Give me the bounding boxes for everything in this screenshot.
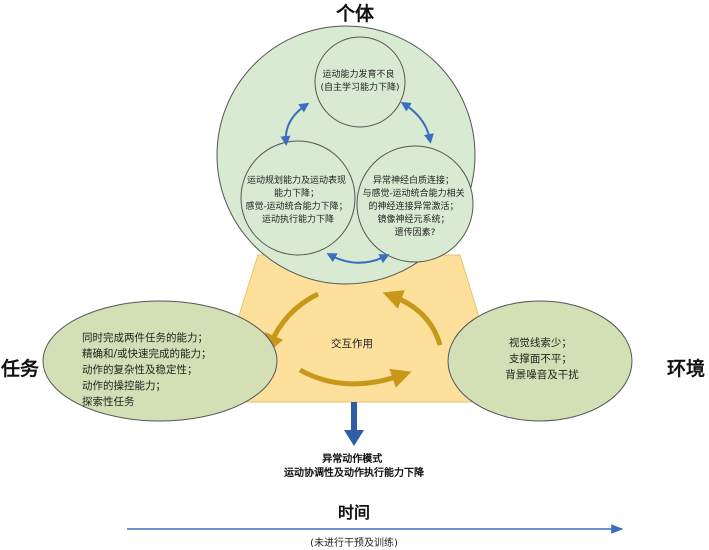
interaction-arrow-bottom bbox=[298, 367, 412, 388]
environment-text: 视觉线索少； 支撑面不平； 背景噪音及干扰 bbox=[505, 336, 579, 381]
interaction-arrow-left bbox=[264, 291, 320, 355]
top-circle-text: 运动能力发育不良 (自主学习能力下降) bbox=[320, 68, 399, 93]
outcome-line: 运动协调性及动作执行能力下降 bbox=[284, 466, 425, 479]
top-circle-line: 运动能力发育不良 bbox=[323, 68, 395, 80]
environment-item: 支撑面不平； bbox=[509, 352, 572, 365]
task-item: 动作的操控能力； bbox=[82, 379, 166, 392]
task-item: 动作的复杂性及稳定性； bbox=[82, 363, 198, 376]
top-inner-circle bbox=[314, 36, 406, 128]
environment-item: 视觉线索少； bbox=[509, 336, 572, 349]
task-item: 探索性任务 bbox=[82, 395, 135, 408]
left-circle-text: 运动规划能力及运动表现 能力下降； 感觉-运动统合能力下降； 运动执行能力下降 bbox=[245, 174, 350, 225]
outcome-text: 异常动作模式 运动协调性及动作执行能力下降 bbox=[284, 452, 425, 479]
cycle-arrow-top-left bbox=[280, 102, 310, 146]
task-ellipse bbox=[42, 300, 278, 422]
environment-item: 背景噪音及干扰 bbox=[505, 368, 579, 381]
task-text: 同时完成两件任务的能力； 精确和/或快速完成的能力； 动作的复杂性及稳定性； 动… bbox=[82, 331, 215, 408]
outcome-arrow-shaft bbox=[351, 402, 357, 432]
left-circle-line: 能力下降； bbox=[274, 187, 319, 199]
right-circle-line: 异常神经白质连接； bbox=[373, 174, 454, 186]
left-circle-line: 感觉-运动统合能力下降； bbox=[245, 200, 347, 212]
time-title: 时间 bbox=[338, 503, 370, 522]
right-circle-line: 的神经连接异常激活； bbox=[369, 200, 459, 212]
right-inner-circle bbox=[356, 145, 474, 263]
interaction-arrow-right bbox=[382, 290, 443, 346]
right-circle-line: 镜像神经元系统； bbox=[378, 213, 450, 225]
task-item: 同时完成两件任务的能力； bbox=[82, 331, 208, 344]
cycle-arrow-top-right bbox=[400, 101, 434, 144]
time-note: (未进行干预及训练) bbox=[310, 536, 398, 549]
left-circle-line: 运动执行能力下降 bbox=[262, 213, 334, 225]
right-circle-line: 遗传因素? bbox=[395, 226, 436, 238]
cycle-arrow-bottom bbox=[326, 253, 390, 264]
environment-ellipse bbox=[447, 300, 633, 422]
outcome-line: 异常动作模式 bbox=[322, 452, 382, 465]
top-circle-line: (自主学习能力下降) bbox=[320, 81, 399, 93]
left-circle-line: 运动规划能力及运动表现 bbox=[247, 174, 346, 186]
environment-title: 环境 bbox=[667, 357, 705, 380]
task-item: 精确和/或快速完成的能力； bbox=[82, 347, 212, 360]
right-circle-text: 异常神经白质连接； 与感觉-运动统合能力相关 的神经连接异常激活； 镜像神经元系… bbox=[362, 174, 467, 238]
outcome-arrow-head bbox=[344, 430, 364, 446]
individual-title: 个体 bbox=[335, 2, 375, 25]
task-title: 任务 bbox=[0, 357, 40, 380]
interaction-label: 交互作用 bbox=[331, 337, 373, 350]
right-circle-line: 与感觉-运动统合能力相关 bbox=[362, 187, 464, 199]
